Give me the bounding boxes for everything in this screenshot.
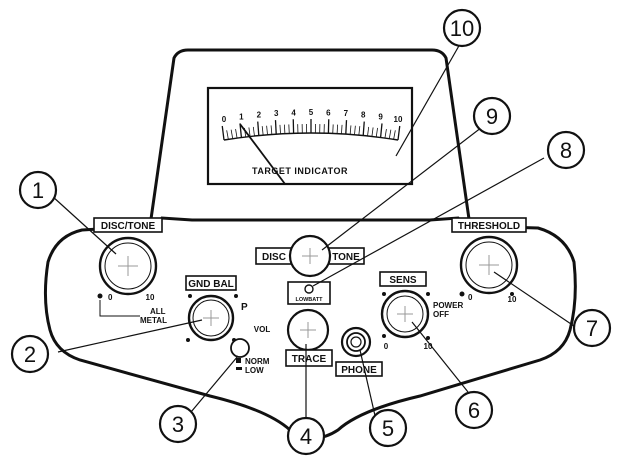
gnd-bal-p-label: P [241,302,248,313]
lowbatt-label: LOWBATT [295,297,323,303]
threshold-label: THRESHOLD [458,221,520,232]
threshold-max-label: 10 [508,295,517,304]
meter-scale-label: 0 [222,115,227,124]
meter-scale-label: 10 [394,115,403,124]
callout-number: 7 [586,316,598,341]
trace-button[interactable] [288,310,328,350]
threshold-knob[interactable] [461,237,517,293]
gnd-bal-label: GND BAL [188,279,234,290]
sens-knob[interactable] [382,291,428,337]
threshold-max-dot [510,292,514,296]
disc-tone-max-label: 10 [146,293,155,302]
norm-label: NORM [245,357,270,366]
meter-scale-label: 6 [326,108,331,117]
disc-tone-label: DISC/TONE [101,221,156,232]
callout-number: 2 [24,342,36,367]
callout-7: 7 [574,310,610,346]
callout-9: 9 [474,98,510,134]
norm-indicator [236,358,241,363]
callout-number: 1 [32,178,44,203]
callout-1: 1 [20,172,56,208]
callout-8: 8 [548,132,584,168]
trace-label: TRACE [292,354,327,365]
meter-scale-label: 9 [378,112,383,121]
disc-switch-label: DISC [262,252,286,263]
callout-number: 4 [300,424,312,449]
callout-6: 6 [456,392,492,428]
callout-number: 8 [560,138,572,163]
meter-scale-label: 8 [361,111,366,120]
sens-min-label: 0 [384,342,389,351]
threshold-min-label: 0 [468,293,473,302]
all-metal-bracket [100,300,140,316]
threshold-min-dot [460,292,465,297]
callout-number: 5 [382,416,394,441]
gnd-bal-knob[interactable] [189,296,233,340]
callout-number: 9 [486,104,498,129]
phone-label: PHONE [341,365,377,376]
low-label: LOW [245,366,264,375]
meter-scale-label: 4 [291,108,296,117]
callout-number: 10 [450,16,474,41]
disc-tone-min-dot [98,294,103,299]
meter-scale-label: 5 [309,108,314,117]
callout-4: 4 [288,418,324,454]
meter-tick [346,120,347,134]
meter-tick [276,120,277,134]
disc-tone-switch[interactable] [290,236,330,276]
callout-2: 2 [12,336,48,372]
callout-number: 3 [172,412,184,437]
sens-label: SENS [389,275,417,286]
callout-5: 5 [370,410,406,446]
low-indicator [236,367,242,370]
meter-scale-label: 7 [344,109,349,118]
callout-3: 3 [160,406,196,442]
vol-label: VOL [254,325,271,334]
lowbatt-light [305,285,313,293]
meter-tick [284,125,285,134]
phone-jack[interactable] [342,328,370,356]
vol-switch[interactable] [231,339,249,357]
disc-tone-min-label: 0 [108,293,113,302]
meter-scale-label: 3 [274,109,279,118]
meter-caption: TARGET INDICATOR [252,166,348,176]
meter-scale-label: 1 [239,112,244,121]
meter-tick [337,125,338,134]
meter-scale-label: 2 [257,111,262,120]
tone-switch-label: TONE [332,252,360,263]
callout-10: 10 [444,10,480,46]
callout-number: 6 [468,398,480,423]
